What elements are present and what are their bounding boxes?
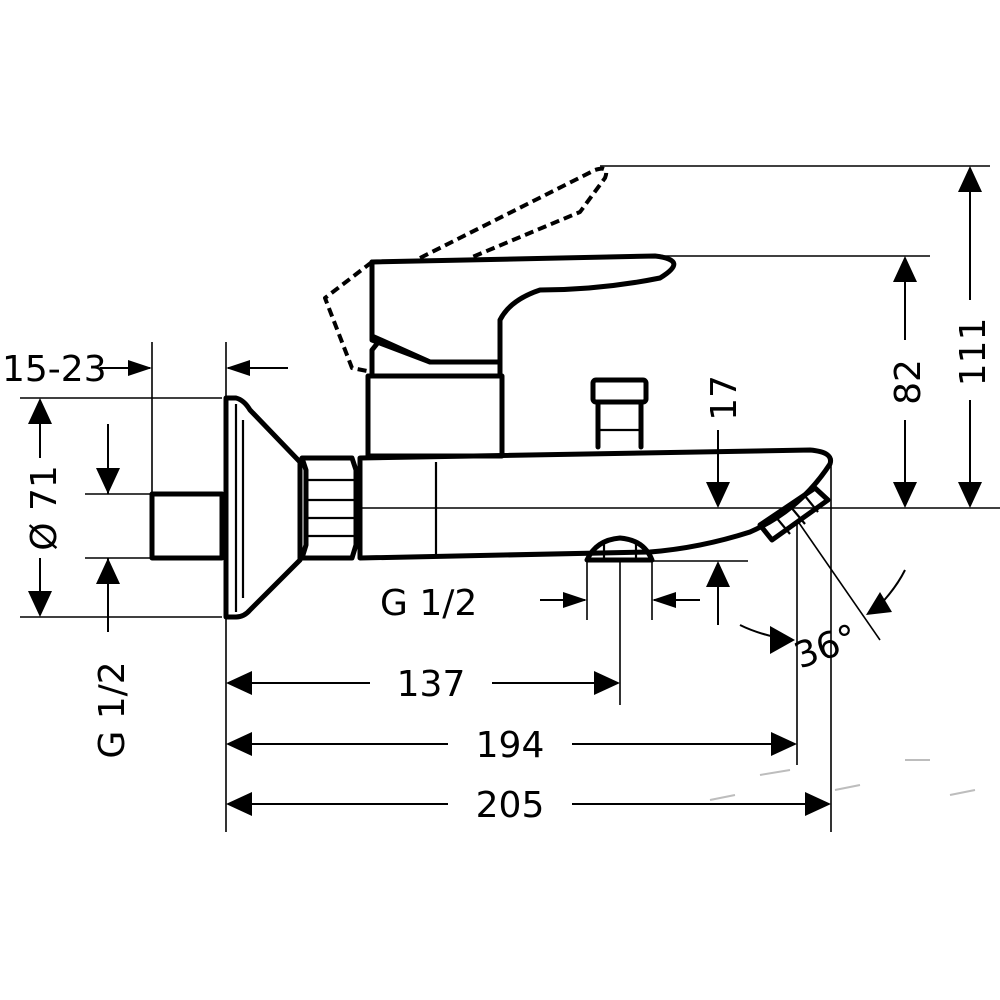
label-total-height: 111	[953, 318, 994, 387]
diverter-knob	[590, 377, 649, 405]
label-total-length: 205	[476, 785, 545, 826]
label-inlet-thread: G 1/2	[92, 661, 133, 758]
label-handle-height: 82	[888, 359, 929, 405]
wall-connector	[149, 491, 225, 561]
dimension-labels: 15-23 Ø 71 G 1/2 G 1/2 17 82 111 36° 137…	[2, 318, 994, 826]
label-length-to-outlet: 137	[397, 664, 466, 705]
faucet-body	[149, 166, 834, 620]
label-flange-diameter: Ø 71	[24, 465, 65, 551]
hex-nut	[299, 455, 359, 561]
lever-handle-raised	[323, 166, 609, 374]
spout	[357, 447, 834, 561]
dimension-lines	[28, 166, 982, 816]
label-wall-distance: 15-23	[2, 349, 107, 390]
aerator	[757, 485, 831, 543]
label-outlet-thread: G 1/2	[380, 583, 477, 624]
mixer-column	[365, 373, 505, 459]
label-spout-offset: 17	[704, 375, 745, 421]
bottom-outlet	[584, 535, 655, 563]
wall-flange	[223, 395, 303, 620]
lever-handle	[369, 253, 677, 379]
watermark-mark	[709, 759, 976, 801]
label-length-to-spout-end: 194	[476, 725, 545, 766]
label-spout-angle: 36°	[789, 617, 863, 677]
